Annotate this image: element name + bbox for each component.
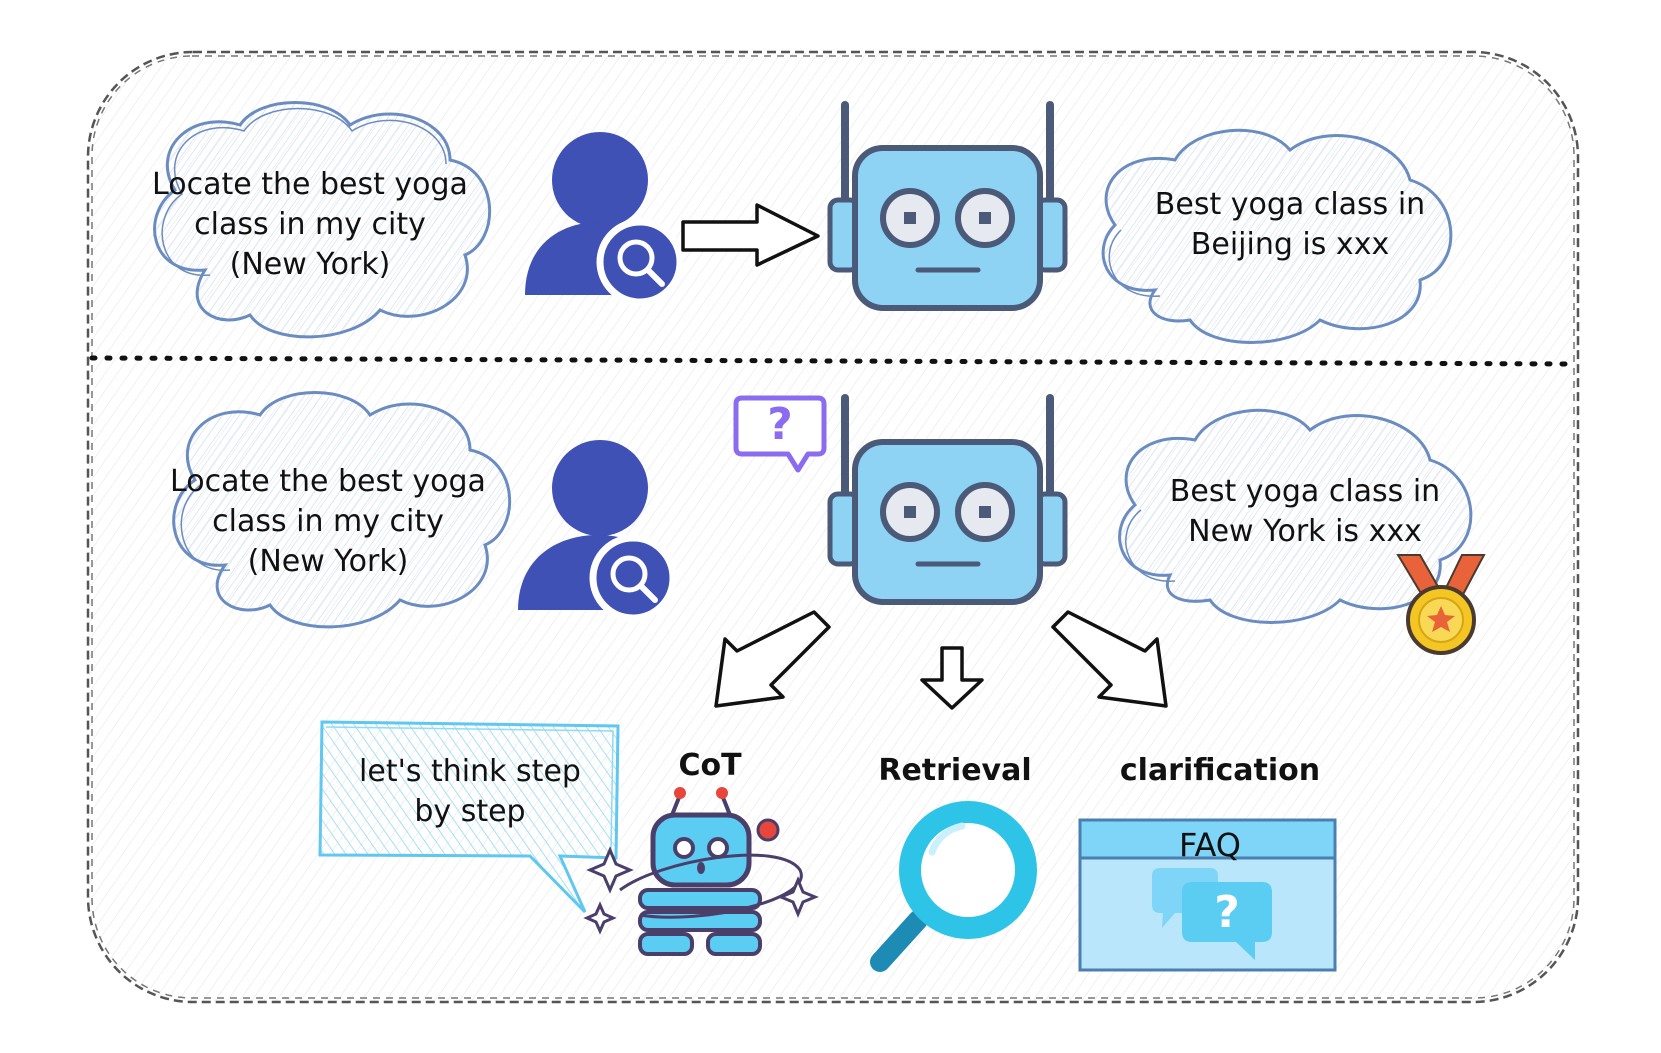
user-search-icon-top — [525, 132, 684, 306]
answer-cloud-top — [1101, 128, 1453, 344]
arrow-right-icon — [681, 203, 820, 267]
robot-icon-top — [827, 101, 1068, 311]
strategy-cot-label: CoT — [678, 748, 742, 783]
question-bubble-icon — [733, 395, 827, 473]
cot-note-line-1: let's think step — [359, 754, 581, 789]
cot-robot-icon — [583, 787, 819, 956]
arrow-down-right-icon — [1051, 610, 1168, 708]
medal-icon — [1396, 554, 1486, 655]
query-line-1: Locate the best yoga — [152, 167, 468, 202]
cot-note-text: let's think step by step — [320, 752, 620, 832]
answer-text-bottom: Best yoga class in New York is xxx — [1135, 472, 1475, 552]
query-line-2: class in my city — [194, 207, 426, 242]
strategy-clarification-label: clarification — [1119, 753, 1321, 788]
faq-question-mark: ? — [1214, 887, 1240, 938]
answer-line-1: Best yoga class in — [1169, 474, 1441, 509]
magnifier-icon — [870, 801, 1037, 972]
strategy-retrieval-label: Retrieval — [878, 753, 1032, 788]
answer-line-1: Best yoga class in — [1154, 187, 1426, 222]
answer-text-top: Best yoga class in Beijing is xxx — [1120, 185, 1460, 265]
query-line-3: (New York) — [229, 247, 391, 282]
query-line-2: class in my city — [212, 504, 444, 539]
cot-note-line-2: by step — [414, 794, 526, 829]
query-line-1: Locate the best yoga — [170, 464, 486, 499]
arrow-down-left-icon — [714, 610, 831, 708]
query-line-3: (New York) — [247, 544, 409, 579]
question-mark: ? — [767, 399, 793, 450]
query-text-top: Locate the best yoga class in my city (N… — [130, 165, 490, 285]
answer-line-2: Beijing is xxx — [1190, 227, 1390, 262]
section-divider — [89, 355, 1577, 367]
query-cloud-top — [153, 101, 492, 339]
query-text-bottom: Locate the best yoga class in my city (N… — [148, 462, 508, 582]
faq-panel-icon — [1078, 818, 1337, 972]
query-cloud-bottom — [172, 391, 512, 629]
user-search-icon-bottom — [518, 440, 677, 622]
answer-line-2: New York is xxx — [1188, 514, 1422, 549]
faq-title: FAQ — [1179, 826, 1241, 864]
robot-icon-bottom — [827, 394, 1068, 605]
arrow-down-icon — [920, 646, 984, 710]
answer-cloud-bottom — [1118, 408, 1473, 624]
cot-note-bubble — [318, 720, 620, 914]
